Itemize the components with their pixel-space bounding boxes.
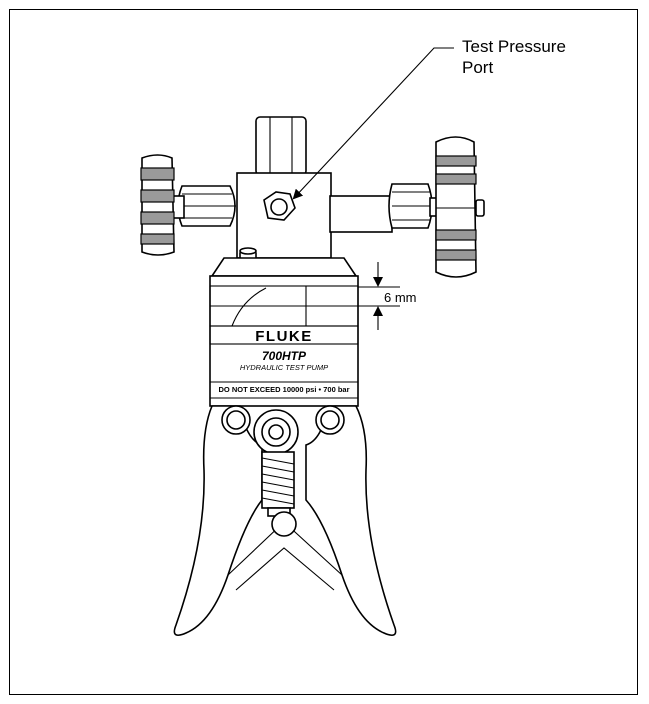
- description-label: HYDRAULIC TEST PUMP: [240, 363, 328, 372]
- callout-leader: [292, 47, 454, 200]
- warning-label: DO NOT EXCEED 10000 psi • 700 bar: [218, 385, 349, 394]
- test-pressure-port: [263, 191, 296, 221]
- model-label: 700HTP: [262, 349, 307, 363]
- return-spring: [261, 451, 297, 537]
- right-handle[interactable]: [305, 405, 397, 636]
- left-valve-assembly: [140, 154, 236, 256]
- pump-body: [209, 257, 359, 407]
- dimension-label: 6 mm: [384, 290, 417, 305]
- left-valve-knob[interactable]: [140, 154, 175, 256]
- callout-label-line2: Port: [462, 58, 493, 77]
- left-handle[interactable]: [173, 405, 263, 636]
- right-valve-knob[interactable]: [435, 136, 477, 278]
- brand-label: FLUKE: [255, 328, 313, 345]
- callout-label-line1: Test Pressure: [462, 37, 566, 56]
- center-pivot: [253, 409, 299, 455]
- right-valve-assembly: [329, 136, 485, 278]
- dimension-indicator: [358, 262, 400, 330]
- valve-block: [236, 172, 332, 259]
- top-nut: [255, 116, 307, 176]
